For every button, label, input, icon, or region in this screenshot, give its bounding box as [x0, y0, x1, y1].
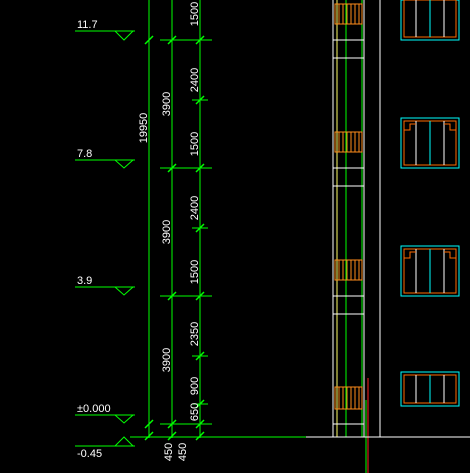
balconies [334, 3, 363, 410]
base-dimension-2: 450 [177, 443, 189, 461]
floor-dimension-3: 3900 [161, 92, 173, 116]
balcony-3 [334, 131, 363, 153]
balcony-1 [334, 386, 363, 410]
level-markers [75, 30, 135, 447]
window-3 [400, 117, 460, 169]
window-4 [400, 0, 460, 41]
level-label-minus-0-45: -0.45 [77, 448, 102, 460]
floor-ticks [160, 39, 212, 425]
level-label-7-8: 7.8 [77, 148, 92, 160]
level-label-3-9: 3.9 [77, 275, 92, 287]
dimension-lines [130, 0, 470, 441]
level-label-11-7: 11.7 [77, 19, 98, 31]
oblique-ticks [144, 35, 205, 441]
segment-dimension-6: 2350 [189, 322, 201, 346]
floor-dimension-2: 3900 [161, 220, 173, 244]
segment-dimension-4: 2400 [189, 196, 201, 220]
segment-dimension-8: 650 [189, 403, 201, 421]
dimension-labels: 19950 3900 3900 3900 1500 2400 1500 2400… [138, 2, 201, 461]
level-label-0-000: ±0.000 [77, 403, 111, 415]
window-2 [400, 245, 460, 297]
segment-dimension-2: 2400 [189, 68, 201, 92]
floor-dimension-1: 3900 [161, 348, 173, 372]
segment-dimension-3: 1500 [189, 132, 201, 156]
windows [400, 0, 460, 407]
level-labels: 11.7 7.8 3.9 ±0.000 -0.45 [77, 19, 111, 460]
segment-dimension-7: 900 [189, 377, 201, 395]
balcony-4 [334, 3, 363, 25]
balcony-2 [334, 259, 363, 281]
facade-lines [306, 0, 470, 473]
window-1 [400, 371, 460, 407]
segment-dimension-1: 1500 [189, 2, 201, 26]
overall-dimension: 19950 [138, 113, 150, 144]
segment-dimension-5: 1500 [189, 260, 201, 284]
base-dimension-1: 450 [163, 443, 175, 461]
